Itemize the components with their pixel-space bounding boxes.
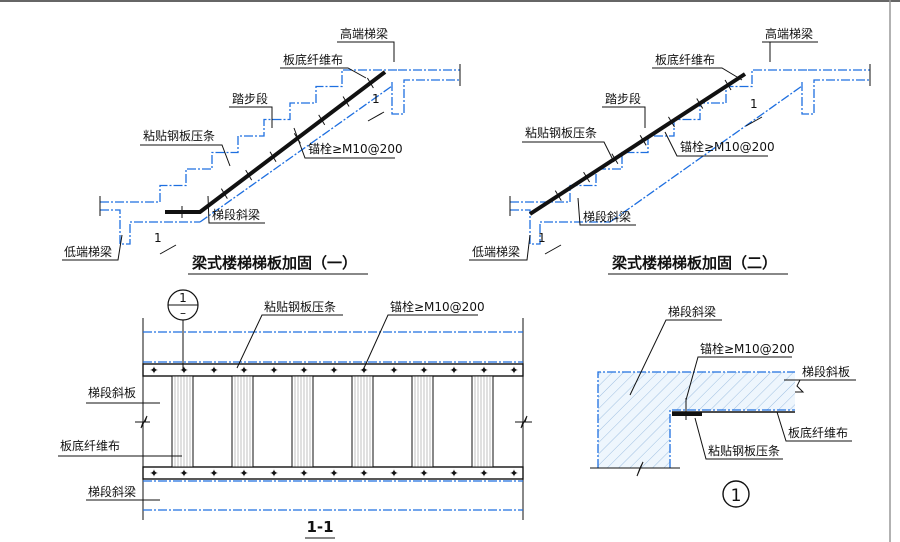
stair-step-outline xyxy=(510,69,808,203)
anchor-bolt-icon: ✦ xyxy=(359,467,368,480)
fiber-cloth-strip xyxy=(171,375,194,468)
label-inclined-beam: 梯段斜梁 xyxy=(212,207,260,222)
anchor-bolt-icon: ✦ xyxy=(179,364,188,377)
anchor-bolt-icon: ✦ xyxy=(299,467,308,480)
section-mark-high: 1 xyxy=(372,92,380,106)
anchor-bolt-icon: ✦ xyxy=(149,364,158,377)
low-end-beam xyxy=(100,209,200,245)
anchor-bolt-icon: ✦ xyxy=(419,467,428,480)
anchor-bolt-icon: ✦ xyxy=(509,467,518,480)
labels-drawing-2: 高端梯梁 板底纤维布 踏步段 粘贴钢板压条 锚栓≥M10@200 梯段斜梁 低端… xyxy=(469,26,818,275)
fiber-cloth-strip xyxy=(291,375,314,468)
anchor-bolt-icon: ✦ xyxy=(269,467,278,480)
section-mark-low: 1 xyxy=(154,231,162,245)
label-low-beam: 低端梯梁 xyxy=(64,244,112,259)
label-fiber-cloth: 板底纤维布 xyxy=(655,52,715,67)
anchor-bolt xyxy=(696,98,704,109)
stair-step-outline xyxy=(100,69,398,203)
label-high-beam: 高端梯梁 xyxy=(765,26,813,41)
detail-number: 1 xyxy=(731,486,742,506)
drawing-1-title: 梁式楼梯梯板加固（一） xyxy=(191,254,357,272)
section-mark-high: 1 xyxy=(750,97,758,111)
fiber-cloth-strip xyxy=(231,375,254,468)
anchor-bolt xyxy=(611,153,619,164)
steel-strip xyxy=(528,72,747,216)
label-low-beam: 低端梯梁 xyxy=(472,244,520,259)
anchor-bolt-icon: ✦ xyxy=(359,364,368,377)
label-anchor: 锚栓≥M10@200 xyxy=(700,341,795,356)
detail-1: 梯段斜梁 锚栓≥M10@200 梯段斜板 板底纤维布 粘贴钢板压条 1 xyxy=(590,304,856,508)
anchor-bolt xyxy=(639,135,647,146)
anchor-bolt-icon: ✦ xyxy=(209,364,218,377)
label-step-section: 踏步段 xyxy=(232,91,268,106)
fiber-cloth-strip xyxy=(351,375,374,468)
inclined-beam-bottom-line xyxy=(609,85,803,223)
stair-elevation-2 xyxy=(509,64,871,245)
steel-strip-bottom xyxy=(142,466,524,480)
high-end-beam xyxy=(801,79,870,115)
label-inclined-beam: 梯段斜梁 xyxy=(583,209,631,224)
anchor-bolt xyxy=(220,188,228,199)
anchor-bolt-icon: ✦ xyxy=(269,364,278,377)
anchor-bolt-icon: ✦ xyxy=(329,467,338,480)
anchor-bolt-icon: ✦ xyxy=(239,364,248,377)
steel-strip xyxy=(165,70,387,214)
anchor-bolt xyxy=(269,151,277,162)
fiber-cloth-strip xyxy=(471,375,494,468)
concrete-section xyxy=(598,372,795,468)
anchor-bolt-icon: ✦ xyxy=(479,467,488,480)
stair-elevation-1 xyxy=(99,64,461,245)
anchor-bolt xyxy=(342,96,350,107)
drawing-2-title: 梁式楼梯梯板加固（二） xyxy=(611,254,777,272)
section-1-1: ✦ ✦ ✦ ✦ ✦ ✦ ✦ ✦ ✦ ✦ ✦ ✦ ✦ ✦ ✦ ✦ ✦ ✦ ✦ ✦ ✦ ✦ ✦ ✦ ✦ ✦ 1 – 粘贴钢板压条 锚栓… xyxy=(58,289,532,539)
inclined-beam-bottom-line xyxy=(199,85,393,223)
label-inclined-slab: 梯段斜板 xyxy=(88,385,136,400)
anchor-bolt-icon: ✦ xyxy=(149,467,158,480)
label-fiber-cloth: 板底纤维布 xyxy=(788,425,848,440)
anchor-bolt-icon: ✦ xyxy=(389,364,398,377)
steel-strip xyxy=(672,412,702,416)
anchor-bolt-icon: ✦ xyxy=(449,467,458,480)
label-inclined-beam: 梯段斜梁 xyxy=(88,484,136,499)
label-high-beam: 高端梯梁 xyxy=(340,26,388,41)
anchor-bolt-icon: ✦ xyxy=(479,364,488,377)
detail-ref-sheet: – xyxy=(180,306,186,320)
label-inclined-beam: 梯段斜梁 xyxy=(668,304,716,319)
anchor-bolt xyxy=(318,114,326,126)
label-anchor: 锚栓≥M10@200 xyxy=(390,299,485,314)
label-steel-strip: 粘贴钢板压条 xyxy=(264,299,336,314)
label-steel-strip: 粘贴钢板压条 xyxy=(525,125,597,140)
fiber-cloth-strip xyxy=(411,375,434,468)
anchor-bolt-icon: ✦ xyxy=(419,364,428,377)
label-anchor: 锚栓≥M10@200 xyxy=(680,139,775,154)
anchor-bolt-icon: ✦ xyxy=(179,467,188,480)
anchor-bolt-icon: ✦ xyxy=(299,364,308,377)
label-anchor: 锚栓≥M10@200 xyxy=(308,141,403,156)
label-fiber-cloth: 板底纤维布 xyxy=(60,438,120,453)
anchor-bolt xyxy=(245,169,253,181)
anchor-bolt-icon: ✦ xyxy=(329,364,338,377)
label-fiber-cloth: 板底纤维布 xyxy=(283,52,343,67)
anchor-bolt xyxy=(668,116,675,128)
label-steel-strip: 粘贴钢板压条 xyxy=(708,443,780,458)
anchor-bolt-icon: ✦ xyxy=(239,467,248,480)
label-step-section: 踏步段 xyxy=(605,91,641,106)
anchor-bolt-icon: ✦ xyxy=(509,364,518,377)
anchor-bolt-icon: ✦ xyxy=(209,467,218,480)
label-steel-strip: 粘贴钢板压条 xyxy=(143,128,215,143)
labels-drawing-1: 高端梯梁 板底纤维布 踏步段 粘贴钢板压条 锚栓≥M10@200 梯段斜梁 低端… xyxy=(62,26,403,275)
anchor-bolt xyxy=(583,171,591,183)
anchor-bolt xyxy=(724,79,732,91)
section-title: 1-1 xyxy=(306,518,333,536)
low-end-beam xyxy=(510,209,610,245)
anchor-bolt-icon: ✦ xyxy=(449,364,458,377)
anchor-bolt xyxy=(366,77,374,89)
detail-ref-number: 1 xyxy=(179,291,187,305)
anchor-bolt-icon: ✦ xyxy=(389,467,398,480)
detail-number-circle xyxy=(722,480,750,508)
anchor-bolt xyxy=(554,190,562,201)
section-mark-low: 1 xyxy=(538,231,546,245)
label-inclined-slab: 梯段斜板 xyxy=(802,364,850,379)
high-end-beam xyxy=(391,79,460,115)
